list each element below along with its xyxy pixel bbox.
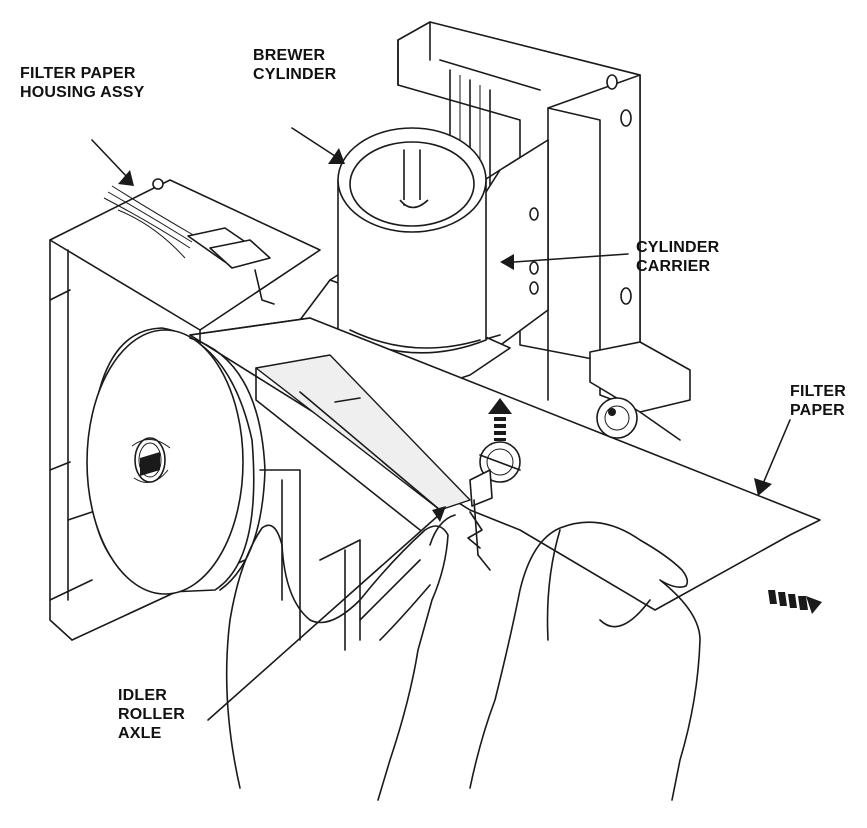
label-line: CYLINDER (253, 66, 337, 83)
filter-paper-housing (49, 178, 321, 641)
label-filter-paper: FILTER PAPER (790, 382, 846, 420)
label-line: IDLER (118, 687, 167, 704)
filter-paper-roll (86, 327, 266, 595)
label-cylinder-carrier: CYLINDER CARRIER (636, 238, 719, 276)
drive-gear (589, 341, 691, 441)
label-line: PAPER (790, 402, 845, 419)
label-line: FILTER PAPER (20, 65, 136, 82)
frame-hole (620, 287, 632, 305)
label-line: FILTER (790, 383, 847, 400)
pointer-arrows (91, 127, 791, 721)
label-line: BREWER (253, 47, 326, 64)
label-line: CARRIER (636, 258, 711, 275)
motion-arrow-right (768, 590, 822, 614)
idler-roller-assembly (255, 354, 521, 651)
right-hand (469, 521, 701, 801)
frame-hole (620, 109, 632, 127)
brewer-cylinder (337, 127, 487, 354)
carrier-hole (529, 261, 539, 275)
label-line: ROLLER (118, 706, 185, 723)
label-brewer-cylinder: BREWER CYLINDER (253, 46, 336, 84)
label-line: AXLE (118, 725, 162, 742)
left-hand (225, 514, 456, 801)
label-line: CYLINDER (636, 239, 720, 256)
carrier-hole (529, 207, 539, 221)
carrier-hole (529, 281, 539, 295)
label-line: HOUSING ASSY (20, 84, 145, 101)
motion-arrow-up (488, 398, 512, 441)
label-filter-paper-housing-assy: FILTER PAPER HOUSING ASSY (20, 64, 145, 102)
frame-hole (606, 74, 618, 90)
label-idler-roller-axle: IDLER ROLLER AXLE (118, 686, 185, 743)
